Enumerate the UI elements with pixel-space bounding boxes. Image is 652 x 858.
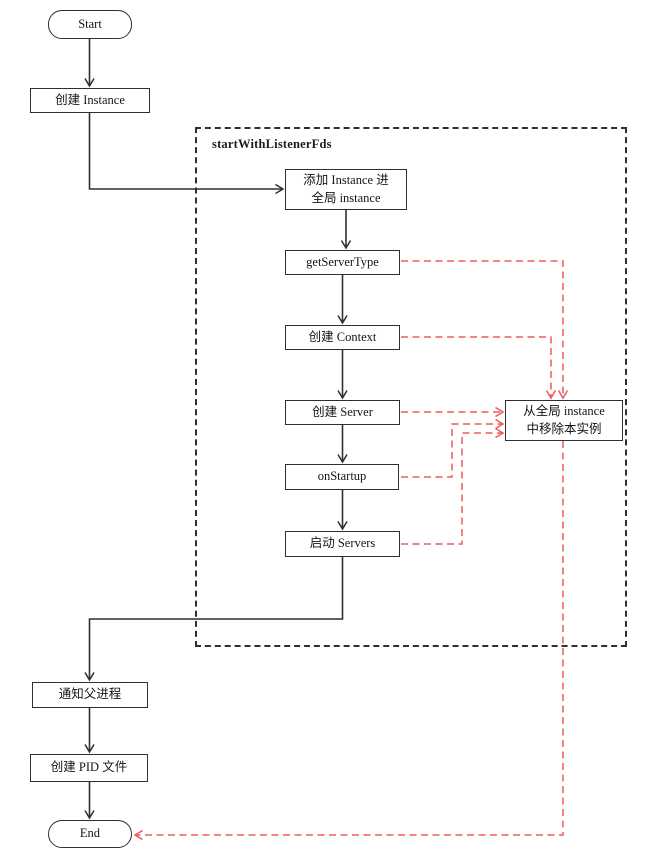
edge-get-server-type-to-remove-instance [401,260,563,398]
flow-edges [90,39,347,818]
edge-remove-instance-to-end [135,441,564,835]
error-edges [135,260,564,835]
node-get-server-type: getServerType [285,250,400,275]
group-startwithlistenerfds: startWithListenerFds [195,127,627,647]
edge-on-startup-to-remove-instance [401,424,503,478]
edge-create-context-to-remove-instance [401,336,551,398]
node-start: Start [48,10,132,39]
node-start-servers: 启动 Servers [285,531,400,557]
node-notify-parent: 通知父进程 [32,682,148,708]
node-create-pid: 创建 PID 文件 [30,754,148,782]
node-add-instance: 添加 Instance 进 全局 instance [285,169,407,210]
edge-start-servers-to-notify-parent [90,557,344,680]
node-add-instance-label: 添加 Instance 进 全局 instance [303,173,389,205]
node-on-startup-label: onStartup [317,469,367,484]
node-end: End [48,820,132,848]
node-remove-instance-label: 从全局 instance 中移除本实例 [523,404,605,436]
node-create-instance-label: 创建 Instance [55,92,125,107]
group-label: startWithListenerFds [212,137,332,151]
node-create-context-label: 创建 Context [308,329,377,344]
node-remove-instance: 从全局 instance 中移除本实例 [505,400,623,441]
edge-start-servers-to-remove-instance [401,433,503,545]
node-create-server-label: 创建 Server [312,404,373,419]
node-get-server-type-label: getServerType [306,254,379,269]
node-notify-parent-label: 通知父进程 [58,687,122,702]
node-create-server: 创建 Server [285,400,400,425]
node-on-startup: onStartup [285,464,399,490]
node-create-context: 创建 Context [285,325,400,350]
node-start-label: Start [78,16,102,31]
node-start-servers-label: 启动 Servers [309,536,376,551]
node-create-pid-label: 创建 PID 文件 [50,760,128,775]
node-end-label: End [79,826,101,841]
node-create-instance: 创建 Instance [30,88,150,113]
edge-create-instance-to-add-instance [88,113,284,189]
